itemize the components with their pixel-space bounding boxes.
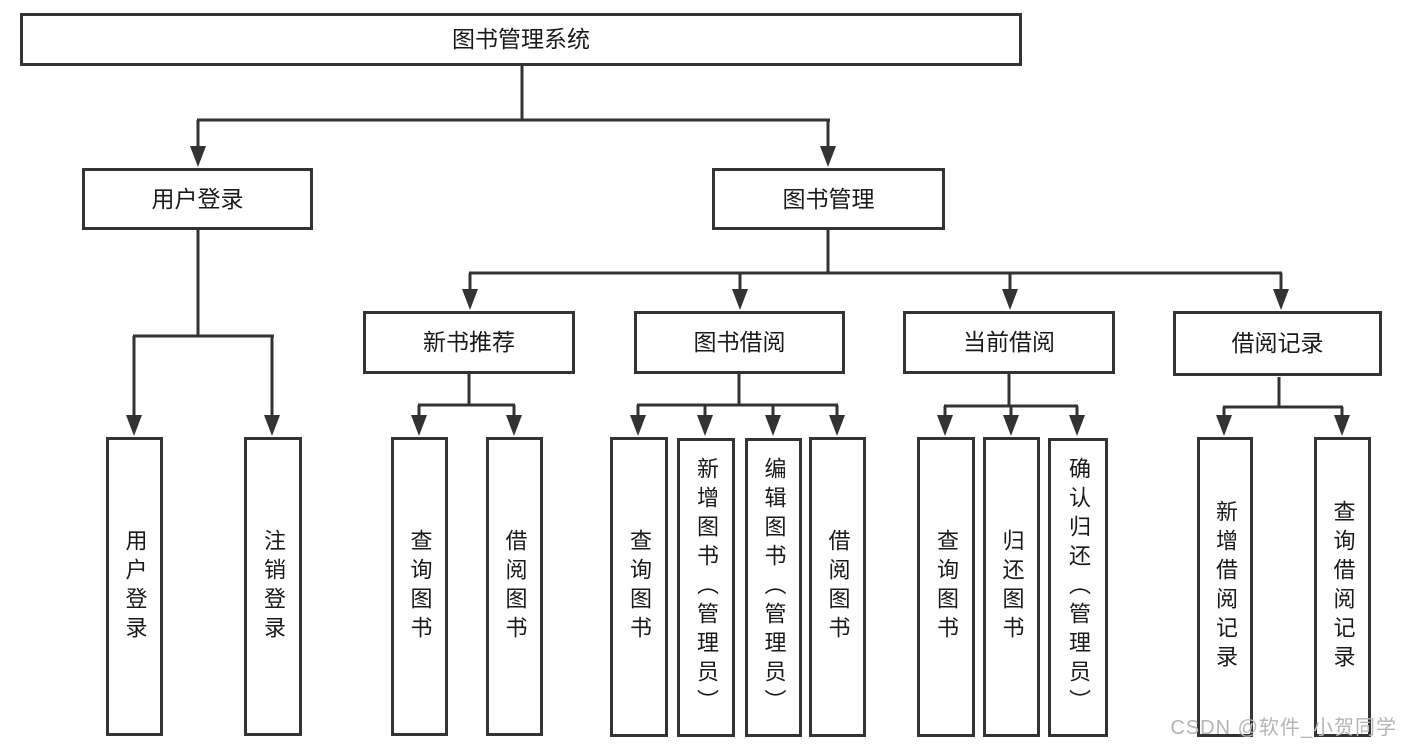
node-current-borrowing: 当前借阅 [903, 311, 1115, 374]
leaf-label: 查询图书 [934, 529, 959, 645]
leaf-label: 查询借阅记录 [1330, 500, 1356, 674]
leaf-label: 新增借阅记录 [1213, 500, 1238, 674]
leaf-label: 查询图书 [627, 529, 652, 645]
leaf-user-login: 用户登录 [106, 437, 163, 736]
leaf-confirm-return-admin: 确认归还（管理员） [1048, 438, 1108, 737]
node-new-book-recommend: 新书推荐 [363, 311, 575, 374]
leaf-label: 借阅图书 [825, 529, 851, 645]
leaf-label: 查询图书 [407, 528, 433, 645]
leaf-borrow-books-recommend: 借阅图书 [486, 437, 543, 736]
leaf-edit-books-admin: 编辑图书（管理员） [745, 438, 802, 737]
node-book-management: 图书管理 [712, 168, 945, 230]
leaf-label: 确认归还（管理员） [1066, 457, 1091, 718]
leaf-label: 编辑图书（管理员） [761, 457, 787, 718]
leaf-label: 注销登录 [261, 528, 286, 645]
node-root: 图书管理系统 [20, 13, 1022, 66]
leaf-return-books: 归还图书 [983, 437, 1040, 737]
node-book-borrowing: 图书借阅 [634, 311, 845, 374]
node-user-login: 用户登录 [82, 168, 313, 230]
leaf-label: 归还图书 [999, 529, 1025, 645]
leaf-label: 用户登录 [122, 528, 148, 645]
leaf-add-borrow-record: 新增借阅记录 [1197, 437, 1253, 737]
leaf-query-books-recommend: 查询图书 [391, 437, 448, 736]
leaf-add-books-admin: 新增图书（管理员） [677, 438, 735, 737]
leaf-label: 新增图书（管理员） [694, 457, 719, 718]
leaf-query-borrow-record: 查询借阅记录 [1314, 437, 1371, 737]
node-borrowing-records: 借阅记录 [1173, 311, 1382, 376]
leaf-query-books-current: 查询图书 [917, 437, 975, 737]
leaf-logout-login: 注销登录 [244, 437, 302, 736]
leaf-query-books-borrowing: 查询图书 [610, 437, 668, 737]
leaf-label: 借阅图书 [502, 528, 528, 645]
leaf-borrow-books-borrowing: 借阅图书 [809, 437, 866, 737]
